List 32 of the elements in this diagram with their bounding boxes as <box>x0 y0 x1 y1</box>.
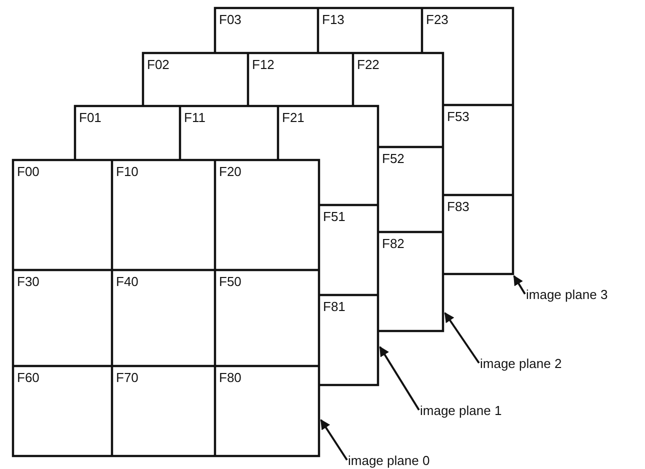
cell-label: F21 <box>282 111 304 125</box>
cell-label: F81 <box>323 300 346 314</box>
cell-label: F80 <box>219 371 242 385</box>
arrow <box>379 346 420 411</box>
cell-label: F03 <box>219 13 242 27</box>
cell-label: F60 <box>17 371 40 385</box>
plane-label: image plane 1 <box>420 404 502 418</box>
cell-label: F51 <box>323 210 346 224</box>
plane-label: image plane 2 <box>480 357 562 371</box>
cell-label: F22 <box>357 58 380 72</box>
cell-label: F02 <box>147 58 170 72</box>
cell-label: F01 <box>79 111 102 125</box>
cell-label: F40 <box>116 275 138 289</box>
cell-label: F52 <box>382 152 404 166</box>
arrow <box>320 419 348 461</box>
cell-label: F83 <box>447 200 470 214</box>
cell-label: F70 <box>116 371 138 385</box>
arrow <box>513 275 526 295</box>
arrow <box>444 312 480 364</box>
plane-label: image plane 0 <box>348 454 430 468</box>
cell-label: F11 <box>184 111 206 125</box>
plane-label: image plane 3 <box>526 288 608 302</box>
cell-label: F12 <box>252 58 274 72</box>
cell-label: F20 <box>219 165 242 179</box>
cell-label: F53 <box>447 110 470 124</box>
cell-label: F50 <box>219 275 242 289</box>
cell-label: F13 <box>322 13 344 27</box>
cell-label: F82 <box>382 237 404 251</box>
cell-label: F10 <box>116 165 138 179</box>
cell-label: F30 <box>17 275 40 289</box>
cell-label: F00 <box>17 165 40 179</box>
cell-label: F23 <box>426 13 448 27</box>
